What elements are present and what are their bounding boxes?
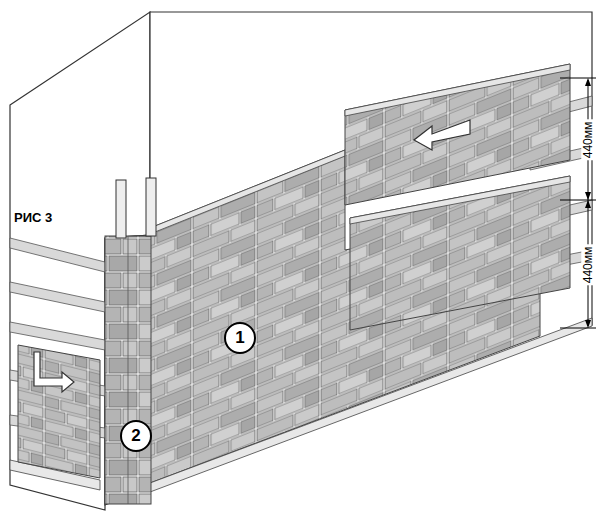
- callout-number: 1: [224, 322, 256, 354]
- dimension-label: 440мм: [581, 245, 595, 286]
- callout-number: 2: [120, 420, 152, 452]
- figure-label: РИС 3: [14, 210, 52, 225]
- dimension-label: 440мм: [581, 120, 595, 161]
